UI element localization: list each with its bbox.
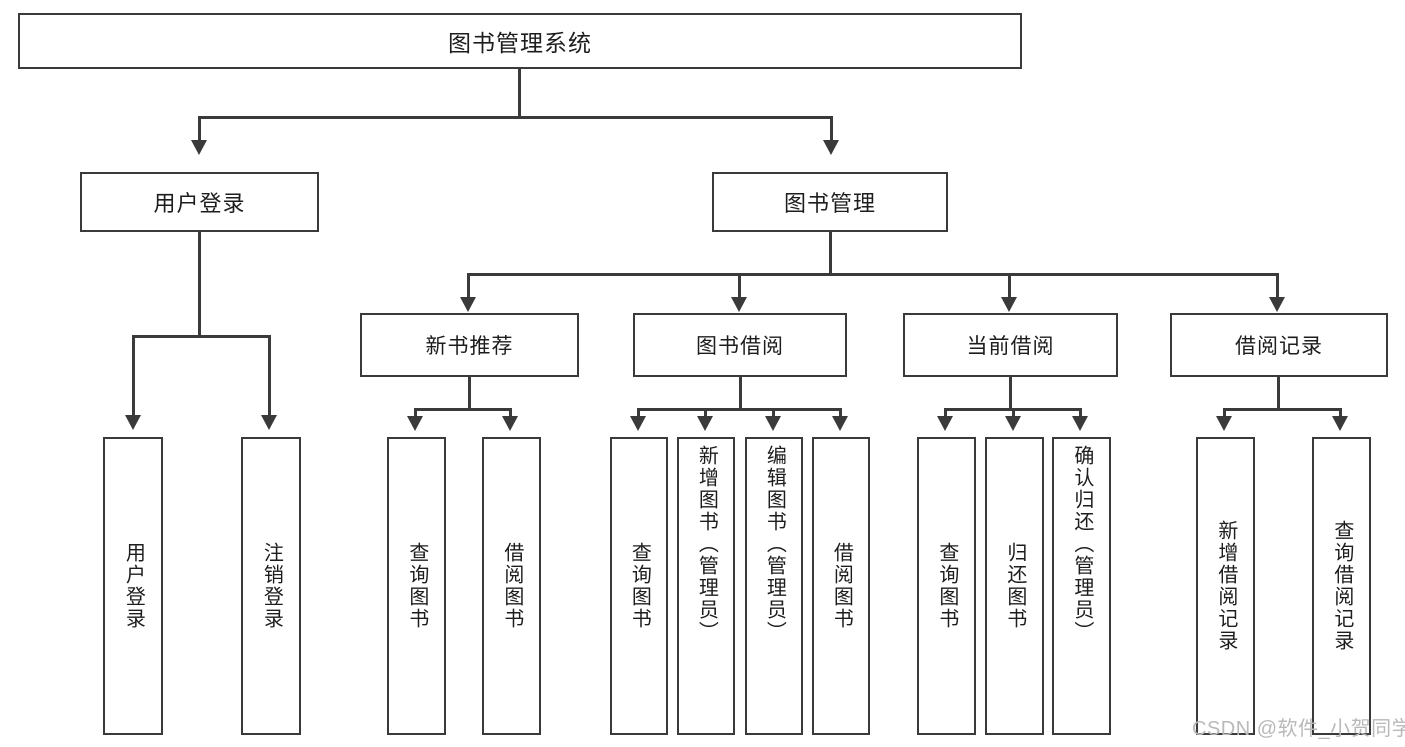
- node-label: 图书借阅: [696, 335, 784, 358]
- arrow-to-leaf-query-book-3: [937, 416, 953, 431]
- node-label: 借阅图书: [830, 542, 853, 630]
- node-borrow-record[interactable]: 借阅记录: [1170, 313, 1388, 377]
- connector-br-to-leaf1: [1223, 408, 1226, 418]
- connector-root-stem: [518, 69, 521, 117]
- node-label: 当前借阅: [966, 335, 1055, 358]
- node-root-book-management-system[interactable]: 图书管理系统: [18, 13, 1022, 69]
- arrow-to-book-management: [823, 140, 839, 155]
- leaf-query-book-borrow[interactable]: 查询图书: [610, 437, 668, 735]
- arrow-to-book-borrow: [731, 297, 747, 312]
- node-label: 确认归还（管理员）: [1070, 445, 1093, 643]
- node-label: 编辑图书（管理员）: [763, 445, 786, 643]
- node-label: 归还图书: [1003, 542, 1026, 630]
- node-book-management[interactable]: 图书管理: [712, 172, 948, 232]
- connector-root-to-book-management: [830, 116, 833, 142]
- arrow-to-leaf-query-book-1: [407, 416, 423, 431]
- connector-br-to-leaf2: [1339, 408, 1342, 418]
- connector-bb-to-leaf1: [637, 408, 640, 418]
- arrow-to-leaf-user-login: [125, 415, 141, 430]
- connector-book-management-bus: [467, 273, 1279, 276]
- connector-cb-to-leaf3: [1079, 408, 1082, 418]
- node-book-borrow[interactable]: 图书借阅: [633, 313, 847, 377]
- leaf-edit-book-admin[interactable]: 编辑图书（管理员）: [745, 437, 803, 735]
- leaf-user-login[interactable]: 用户登录: [103, 437, 163, 735]
- leaf-query-book-new-book[interactable]: 查询图书: [387, 437, 446, 735]
- node-label: 借阅图书: [500, 542, 523, 630]
- connector-user-login-bus: [132, 335, 269, 338]
- arrow-to-leaf-edit-book: [765, 416, 781, 431]
- node-user-login[interactable]: 用户登录: [80, 172, 319, 232]
- connector-bb-bus: [637, 408, 842, 411]
- node-label: 注销登录: [260, 542, 283, 630]
- node-label: 查询图书: [405, 542, 428, 630]
- node-label: 图书管理: [783, 191, 876, 216]
- connector-bm-to-current-borrow: [1008, 273, 1011, 299]
- connector-bb-to-leaf3: [772, 408, 775, 418]
- leaf-confirm-return-admin[interactable]: 确认归还（管理员）: [1052, 437, 1111, 735]
- leaf-return-book[interactable]: 归还图书: [985, 437, 1044, 735]
- arrow-to-leaf-user-logout: [261, 415, 277, 430]
- arrow-to-new-book-recommend: [460, 297, 476, 312]
- connector-root-to-user-login: [198, 116, 201, 142]
- node-label: 查询借阅记录: [1330, 520, 1353, 652]
- leaf-borrow-book-new-book[interactable]: 借阅图书: [482, 437, 541, 735]
- arrow-to-leaf-query-book-2: [630, 416, 646, 431]
- leaf-query-book-current[interactable]: 查询图书: [917, 437, 976, 735]
- connector-nbr-to-leaf1: [414, 408, 417, 418]
- leaf-user-logout[interactable]: 注销登录: [241, 437, 301, 735]
- connector-book-management-stem: [829, 232, 832, 276]
- connector-bm-to-new-book-recommend: [467, 273, 470, 299]
- connector-nbr-stem: [468, 377, 471, 410]
- connector-br-bus: [1223, 408, 1341, 411]
- connector-br-stem: [1277, 377, 1280, 410]
- connector-bm-to-borrow-record: [1276, 273, 1279, 299]
- node-label: 新增图书（管理员）: [695, 445, 718, 643]
- arrow-to-leaf-add-book: [697, 416, 713, 431]
- connector-bb-to-leaf4: [839, 408, 842, 418]
- node-label: 新增借阅记录: [1214, 520, 1237, 652]
- node-label: 图书管理系统: [448, 30, 592, 56]
- connector-bb-to-leaf2: [704, 408, 707, 418]
- connector-root-bus: [198, 116, 832, 119]
- arrow-to-leaf-add-record: [1216, 416, 1232, 431]
- node-label: 查询图书: [935, 542, 958, 630]
- connector-user-login-to-leaf2: [268, 335, 271, 417]
- connector-user-login-to-leaf1: [132, 335, 135, 417]
- node-label: 借阅记录: [1235, 335, 1323, 358]
- node-new-book-recommend[interactable]: 新书推荐: [360, 313, 579, 377]
- arrow-to-current-borrow: [1001, 297, 1017, 312]
- arrow-to-leaf-return-book: [1005, 416, 1021, 431]
- connector-cb-stem: [1009, 377, 1012, 410]
- arrow-to-leaf-borrow-book-1: [502, 416, 518, 431]
- leaf-query-borrow-record[interactable]: 查询借阅记录: [1312, 437, 1371, 735]
- connector-nbr-to-leaf2: [509, 408, 512, 418]
- node-label: 查询图书: [628, 542, 651, 630]
- connector-bb-stem: [739, 377, 742, 410]
- arrow-to-leaf-borrow-book-2: [832, 416, 848, 431]
- leaf-borrow-book-borrow[interactable]: 借阅图书: [812, 437, 870, 735]
- arrow-to-leaf-query-record: [1332, 416, 1348, 431]
- connector-user-login-stem: [198, 232, 201, 338]
- connector-nbr-bus: [414, 408, 512, 411]
- connector-bm-to-book-borrow: [738, 273, 741, 299]
- leaf-add-book-admin[interactable]: 新增图书（管理员）: [677, 437, 735, 735]
- node-label: 用户登录: [122, 542, 145, 630]
- connector-cb-to-leaf2: [1012, 408, 1015, 418]
- leaf-add-borrow-record[interactable]: 新增借阅记录: [1196, 437, 1255, 735]
- connector-cb-to-leaf1: [944, 408, 947, 418]
- arrow-to-borrow-record: [1269, 297, 1285, 312]
- node-label: 用户登录: [153, 191, 246, 216]
- arrow-to-leaf-confirm-return: [1072, 416, 1088, 431]
- arrow-to-user-login: [191, 140, 207, 155]
- node-label: 新书推荐: [425, 335, 514, 358]
- node-current-borrow[interactable]: 当前借阅: [903, 313, 1118, 377]
